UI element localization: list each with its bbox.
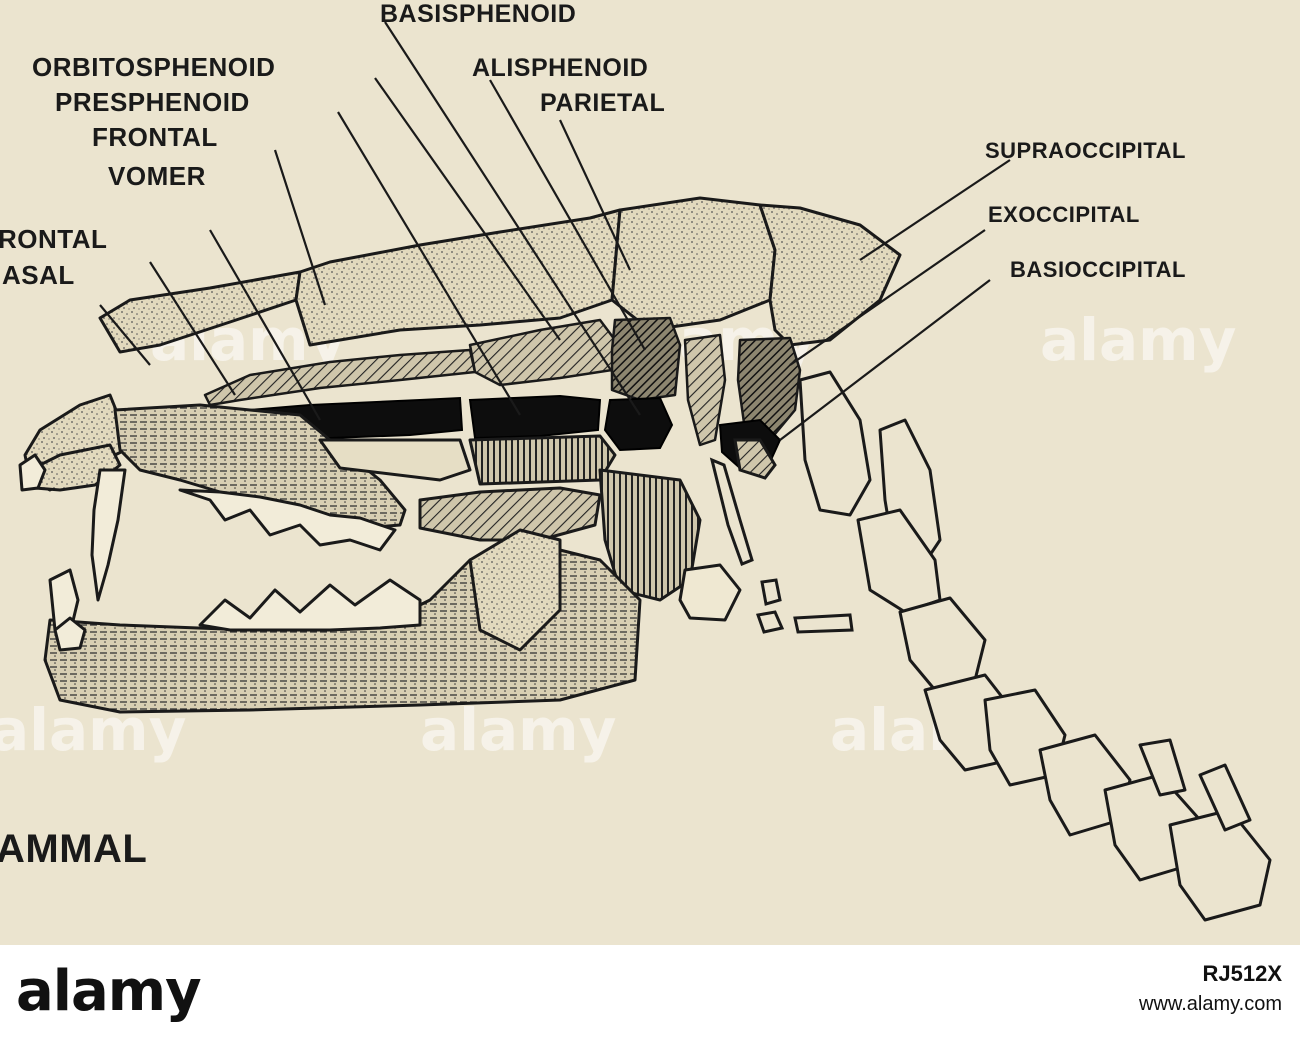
stylohyal — [733, 438, 777, 480]
lower-jaw — [43, 528, 642, 714]
site-url: www.alamy.com — [1139, 993, 1282, 1015]
label-presphenoid: PRESPHENOID — [55, 87, 250, 117]
label-basisphenoid: BASISPHENOID — [380, 0, 576, 28]
basisphenoid-bone — [603, 396, 674, 452]
bone-labels: BASISPHENOID ORBITOSPHENOID ALISPHENOID … — [0, 0, 1186, 871]
hyoid-3 — [755, 610, 785, 634]
watermark-text: alamy — [1040, 306, 1236, 374]
leader-presphenoid — [337, 111, 521, 416]
upper-canine — [90, 468, 127, 602]
jugal-bone — [418, 486, 602, 542]
label-supraoccipital: SUPRAOCCIPITAL — [985, 138, 1186, 163]
leader-parietal — [559, 119, 631, 271]
lower-molars — [198, 578, 422, 632]
neural-spine-1 — [1138, 738, 1187, 797]
figure-caption: AMMAL — [0, 827, 147, 871]
leader-frontal — [273, 149, 327, 306]
exoccipital-bone — [736, 336, 802, 442]
upper-jaw — [28, 403, 742, 622]
image-id: RJ512X — [1202, 961, 1282, 986]
leader-lines — [99, 21, 1011, 441]
auditory-bulla — [678, 563, 742, 622]
pterygoid-bone — [468, 434, 617, 486]
skull-illustration: alamy alamy alamy alamy alamy alamy — [0, 0, 1272, 922]
hyoid-elements — [709, 438, 854, 634]
hyoid-2 — [760, 578, 782, 606]
leader-basisphenoid — [384, 21, 641, 416]
presphenoid-bone — [468, 394, 602, 440]
thoracic-vertebra-2 — [1168, 808, 1272, 922]
skull-diagram: alamy alamy alamy alamy alamy alamy — [0, 0, 1272, 922]
orbitosphenoid-bone — [468, 318, 617, 387]
lower-incisors — [53, 616, 87, 652]
label-prefrontal: RONTAL — [0, 224, 107, 254]
leader-exoccipital — [789, 229, 986, 366]
palatine-bone — [318, 438, 472, 482]
hyoid-1 — [709, 457, 754, 566]
alamy-logo: alamy — [16, 959, 202, 1024]
label-basioccipital: BASIOCCIPITAL — [1010, 257, 1186, 282]
neural-spine-2 — [1198, 763, 1252, 832]
label-parietal: PARIETAL — [540, 89, 665, 117]
label-alisphenoid: ALISPHENOID — [472, 54, 648, 82]
atlas-vertebra — [798, 370, 872, 517]
leader-supraoccipital — [859, 159, 1011, 261]
watermark-text: alamy — [420, 696, 616, 764]
label-nasal: ASAL — [2, 260, 75, 290]
zygomatic-process — [598, 468, 702, 602]
label-frontal: FRONTAL — [92, 122, 218, 152]
upper-molars — [178, 488, 397, 552]
coronoid-process — [468, 528, 562, 652]
braincase-bones — [203, 316, 802, 447]
label-vomer: VOMER — [108, 161, 206, 191]
leader-nasal — [99, 304, 151, 366]
image-meta: RJ512X www.alamy.com — [1139, 961, 1282, 1016]
teeth — [18, 453, 422, 652]
cervical-vertebra-4 — [898, 596, 987, 692]
leader-vomer — [209, 229, 321, 421]
stock-footer: alamy RJ512X www.alamy.com — [0, 945, 1300, 1038]
label-exoccipital: EXOCCIPITAL — [988, 202, 1140, 227]
leader-orbitosphenoid — [374, 77, 561, 341]
hyoid-4 — [793, 613, 854, 634]
squamosal-bone — [683, 333, 727, 447]
vertebral-column — [798, 370, 1272, 922]
leader-basioccipital — [779, 279, 991, 441]
incisors — [18, 453, 47, 492]
leader-prefrontal — [149, 261, 236, 396]
leader-alisphenoid — [489, 79, 646, 351]
lower-canine — [48, 568, 80, 632]
supraoccipital-bone — [758, 203, 902, 347]
label-orbitosphenoid: ORBITOSPHENOID — [32, 52, 275, 82]
